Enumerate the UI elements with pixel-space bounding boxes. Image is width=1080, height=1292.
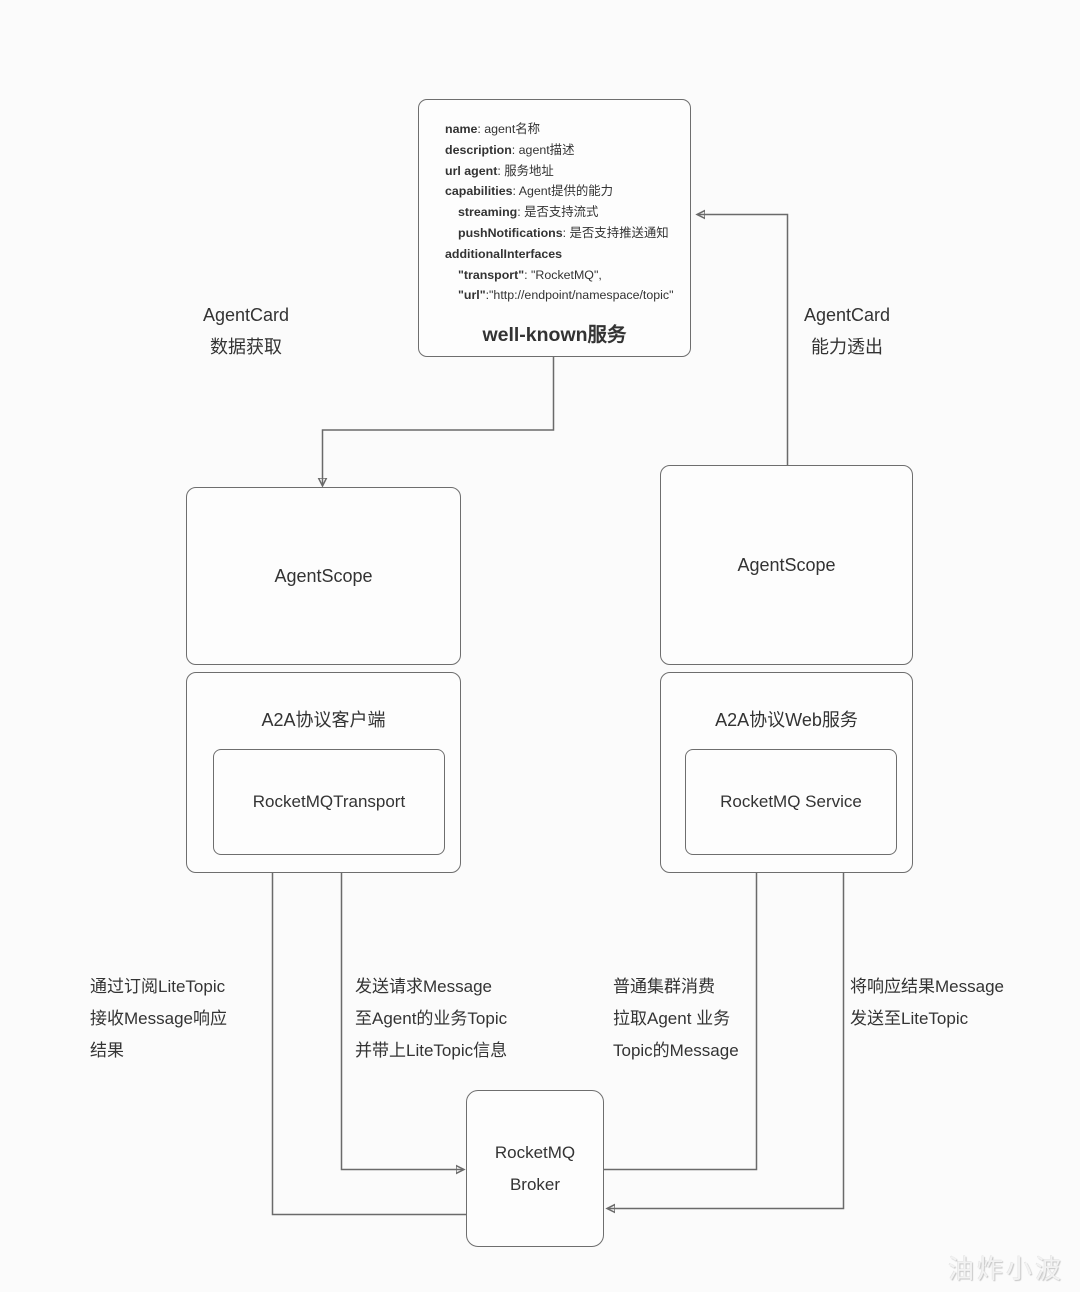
field-additional-interfaces: additionalInterfaces (445, 246, 563, 261)
agentscope-server-label: AgentScope (737, 554, 836, 575)
edge-send-response (607, 854, 845, 1209)
cluster-consume-label: 普通集群消费 拉取Agent 业务 Topic的Message (613, 977, 739, 1060)
agentcard-fetch-label: AgentCard 数据获取 (202, 305, 290, 357)
subscribe-response-label: 通过订阅LiteTopic 接收Message响应 结果 (90, 977, 227, 1060)
well-known-service-box: name: agent名称 description: agent描述 url a… (418, 99, 691, 357)
send-response-label: 将响应结果Message 发送至LiteTopic (850, 977, 1004, 1028)
broker-label-line2: Broker (509, 1174, 561, 1194)
rocketmq-service-label: RocketMQ Service (720, 792, 862, 811)
a2a-web-service-box: A2A协议Web服务 RocketMQ Service (660, 672, 913, 873)
rocketmq-transport-box: RocketMQTransport (213, 749, 445, 855)
agentcard-fields: name: agent名称 description: agent描述 url a… (445, 119, 686, 306)
well-known-title: well-known服务 (482, 324, 627, 346)
a2a-client-box: A2A协议客户端 RocketMQTransport (186, 672, 461, 873)
edge-cluster-consume (604, 856, 757, 1171)
edge-subscribe-response (273, 856, 466, 1216)
field-streaming: streaming: 是否支持流式 (458, 205, 599, 220)
broker-label-line1: RocketMQ (494, 1142, 576, 1162)
field-push-notifications: pushNotifications: 是否支持推送通知 (458, 225, 669, 240)
send-request-label: 发送请求Message 至Agent的业务Topic 并带上LiteTopic信… (355, 977, 508, 1060)
watermark: 油炸小波 (947, 1254, 1064, 1284)
agentscope-client-label: AgentScope (274, 565, 373, 586)
field-transport: "transport": "RocketMQ", (458, 267, 602, 282)
a2a-client-title: A2A协议客户端 (261, 710, 386, 730)
edge-agentcard-expose (697, 215, 789, 465)
field-url: "url":"http://endpoint/namespace/topic" (458, 288, 674, 303)
rocketmq-transport-label: RocketMQTransport (252, 792, 406, 811)
rocketmq-broker-box: RocketMQ Broker (466, 1090, 604, 1247)
agentcard-expose-label: AgentCard 能力透出 (803, 305, 891, 357)
a2a-web-service-title: A2A协议Web服务 (715, 710, 858, 730)
field-name: name: agent名称 (445, 122, 541, 136)
field-description: description: agent描述 (445, 142, 575, 157)
field-capabilities: capabilities: Agent提供的能力 (445, 184, 614, 199)
agentscope-server-box: AgentScope (660, 465, 913, 665)
field-url-agent: url agent: 服务地址 (445, 163, 554, 178)
rocketmq-service-box: RocketMQ Service (685, 749, 897, 855)
agentscope-client-box: AgentScope (186, 487, 461, 665)
edge-send-request (340, 854, 465, 1170)
edge-agentcard-fetch (323, 357, 555, 486)
